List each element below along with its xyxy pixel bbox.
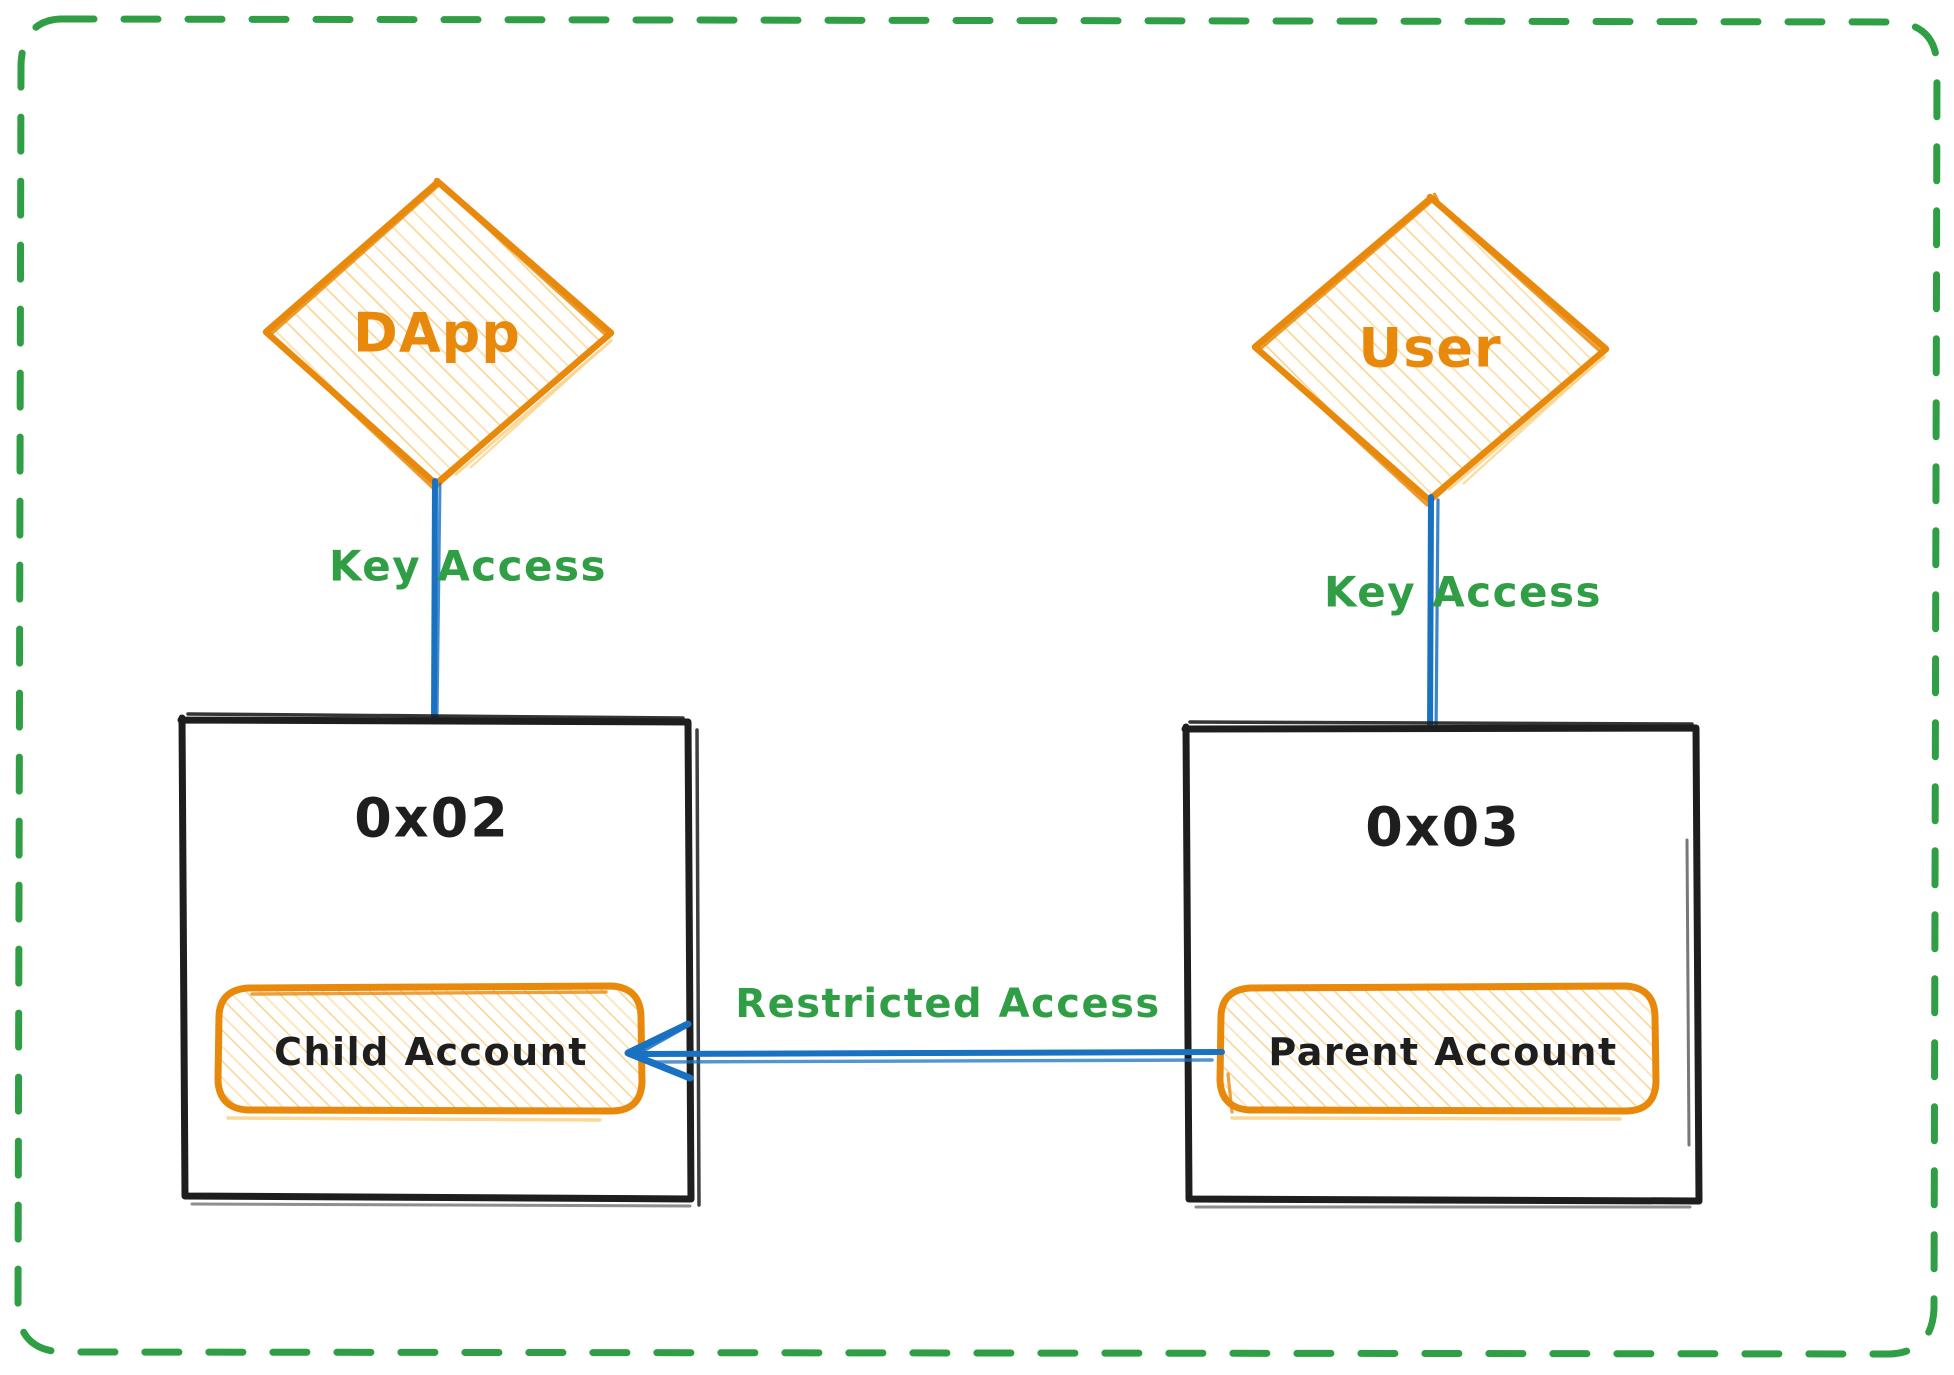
- account-box-0x02-label: 0x02: [354, 786, 510, 850]
- parent-account-pill-shape[interactable]: [1216, 982, 1660, 1121]
- edge-dapp-to-child-line: [431, 478, 442, 729]
- user-node-label: User: [1358, 316, 1502, 380]
- child-account-pill-shape[interactable]: [214, 982, 646, 1122]
- edge-user-to-parent-line: [1427, 494, 1440, 743]
- child-account-pill-label: Child Account: [274, 1030, 588, 1074]
- edge-label-key-access-right: Key Access: [1323, 567, 1603, 617]
- edge-parent-to-child-arrow: [624, 1020, 1225, 1082]
- edge-label-restricted-access: Restricted Access: [735, 981, 1161, 1027]
- flow-boundary-frame: [14, 15, 1941, 1358]
- account-box-0x03-label: 0x03: [1365, 795, 1521, 859]
- dapp-node-label: DApp: [353, 301, 521, 365]
- edge-label-key-access-left: Key Access: [328, 541, 608, 591]
- parent-account-pill-label: Parent Account: [1268, 1030, 1618, 1074]
